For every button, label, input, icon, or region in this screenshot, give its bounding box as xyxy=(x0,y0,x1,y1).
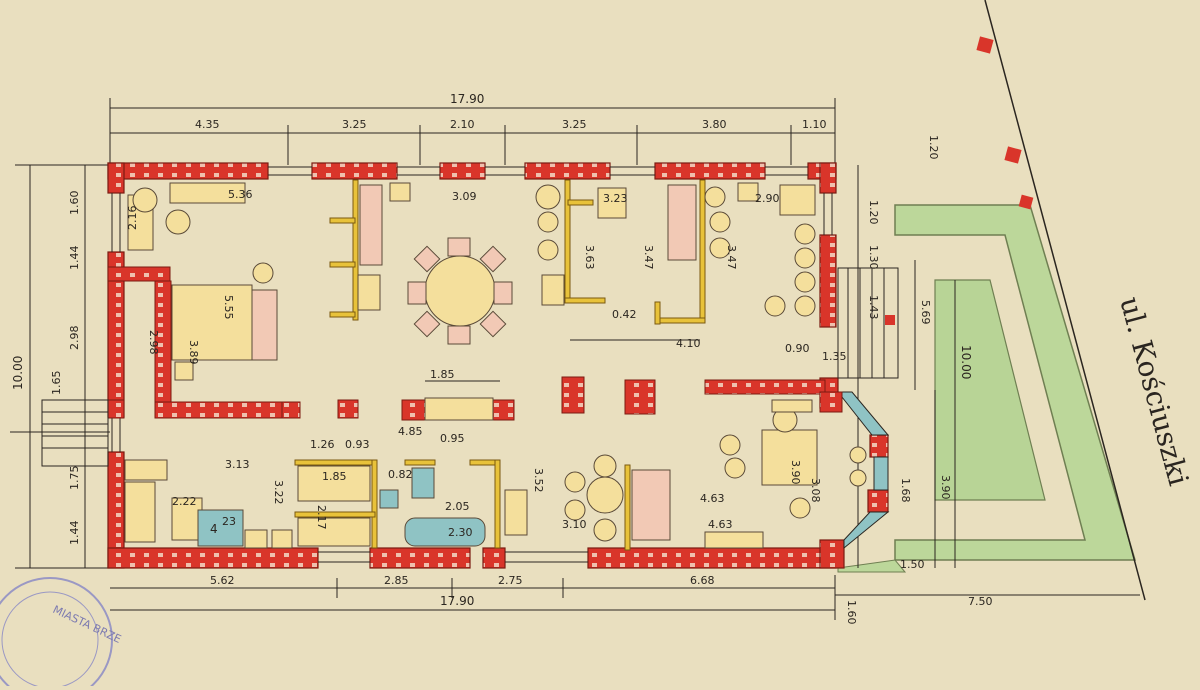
dim-left-4: 1.65 xyxy=(50,371,63,396)
dim-right-4: 5.69 xyxy=(919,300,932,325)
dim-hall-small: 1.26 xyxy=(310,438,335,451)
dim-bottom-4: 6.68 xyxy=(690,574,715,587)
dim-bottom-3: 2.75 xyxy=(498,574,523,587)
dim-small-3: 1.35 xyxy=(822,350,847,363)
furniture xyxy=(124,182,867,549)
dim-right-3: 1.43 xyxy=(867,295,880,320)
post xyxy=(885,315,895,325)
dim-small-2: 0.90 xyxy=(785,342,810,355)
overall-height: 10.00 xyxy=(11,356,25,390)
dim-corridor-left: 4.85 xyxy=(398,425,423,438)
dim-top-5: 3.80 xyxy=(702,118,727,131)
garden-corner xyxy=(837,559,907,573)
dim-bottom-2: 2.85 xyxy=(384,574,409,587)
dim-dining: 3.09 xyxy=(452,190,477,203)
garden-border-strip xyxy=(894,204,1137,561)
wall-segment xyxy=(107,547,319,569)
dim-bedroom-side: 2.98 xyxy=(147,330,160,355)
garden xyxy=(837,204,1137,573)
wall-segment xyxy=(369,547,471,569)
light-partitions xyxy=(294,179,706,551)
dim-room-top-left-inner: 2.16 xyxy=(126,206,139,231)
dim-left-5: 1.75 xyxy=(68,466,81,491)
dim-top-4: 3.25 xyxy=(562,118,587,131)
dim-living-side: 3.90 xyxy=(789,460,802,485)
dim-room-mid-1: 3.23 xyxy=(603,192,628,205)
dim-room-right-top: 2.90 xyxy=(755,192,780,205)
dim-top-6: 1.10 xyxy=(802,118,827,131)
dim-hall: 3.52 xyxy=(532,468,545,493)
wall-segment xyxy=(819,539,845,569)
plot-depth: 7.50 xyxy=(968,595,993,608)
wall-segment xyxy=(867,489,889,513)
dim-top-3: 2.10 xyxy=(450,118,475,131)
garden-width: 10.00 xyxy=(959,345,973,379)
windows xyxy=(111,166,833,563)
wall-segment xyxy=(587,547,837,569)
dim-bath-tub: 2.30 xyxy=(448,526,473,539)
dim-bedroom-width: 3.89 xyxy=(187,340,200,365)
overall-width-bottom: 17.90 xyxy=(440,594,474,608)
setback: 1.60 xyxy=(845,600,858,625)
wall-segment xyxy=(311,162,398,180)
wall-segment xyxy=(654,162,766,180)
dim-bath-side: 3.22 xyxy=(272,480,285,505)
boundary-post xyxy=(1004,146,1022,164)
entrance-steps xyxy=(41,267,899,467)
wall-segment xyxy=(107,162,125,194)
wall-segment xyxy=(482,547,506,569)
dim-bath-1: 1.85 xyxy=(322,470,347,483)
wall-segment xyxy=(524,162,611,180)
dim-living-bottom-2: 4.63 xyxy=(708,518,733,531)
kitchen-room-area: 23 xyxy=(222,515,236,528)
street-boundary-line xyxy=(984,0,1146,601)
dim-room-mid-3: 3.47 xyxy=(642,245,655,270)
boundary-post xyxy=(1018,194,1034,210)
dim-top-2: 3.25 xyxy=(342,118,367,131)
wall-segment xyxy=(439,162,486,180)
dim-room-mid-2: 3.63 xyxy=(583,245,596,270)
overall-width-top: 17.90 xyxy=(450,92,484,106)
wall-segment xyxy=(819,162,837,194)
dim-right-6: 3.90 xyxy=(939,475,952,500)
dim-corridor-width: 4.10 xyxy=(676,337,701,350)
dim-kitchen: 3.13 xyxy=(225,458,250,471)
dim-kitchen-side: 2.22 xyxy=(172,495,197,508)
right-margin-small: 1.20 xyxy=(927,135,940,160)
dim-left-3: 2.98 xyxy=(68,326,81,351)
dim-room-top-left: 5.36 xyxy=(228,188,253,201)
dimension-lines xyxy=(10,98,1140,620)
dim-bath-2: 2.17 xyxy=(315,505,328,530)
dim-living-bottom: 4.63 xyxy=(700,492,725,505)
kitchen-room-number: 4 xyxy=(210,522,218,536)
dim-corridor-right: 0.95 xyxy=(440,432,465,445)
wall-segment xyxy=(869,434,889,458)
dim-right-5: 1.68 xyxy=(899,478,912,503)
dim-left-1: 1.60 xyxy=(68,191,81,216)
wall-segment xyxy=(819,234,837,328)
dim-bedroom: 5.55 xyxy=(222,295,235,320)
dim-bath-3: 2.05 xyxy=(445,500,470,513)
dim-hall-small-2: 0.93 xyxy=(345,438,370,451)
dim-left-6: 1.44 xyxy=(68,521,81,546)
dim-corridor: 1.85 xyxy=(430,368,455,381)
dim-room-right-side: 3.47 xyxy=(725,245,738,270)
dim-right-2: 1.30 xyxy=(867,245,880,270)
dim-bath-small: 0.82 xyxy=(388,468,413,481)
dim-left-2: 1.44 xyxy=(68,246,81,271)
dim-round-table: 3.10 xyxy=(562,518,587,531)
dim-small-1: 0.42 xyxy=(612,308,637,321)
boundary-post xyxy=(976,36,994,54)
bay-window xyxy=(836,391,890,550)
dimension-labels: 17.90 4.35 3.25 2.10 3.25 3.80 1.10 17.9… xyxy=(11,92,993,625)
dim-bottom-1: 5.62 xyxy=(210,574,235,587)
dim-top-1: 4.35 xyxy=(195,118,220,131)
corner-small: 1.50 xyxy=(900,558,925,571)
dim-right-1: 1.20 xyxy=(867,200,880,225)
wall-segment xyxy=(107,162,269,180)
dim-living-side-2: 3.08 xyxy=(809,478,822,503)
